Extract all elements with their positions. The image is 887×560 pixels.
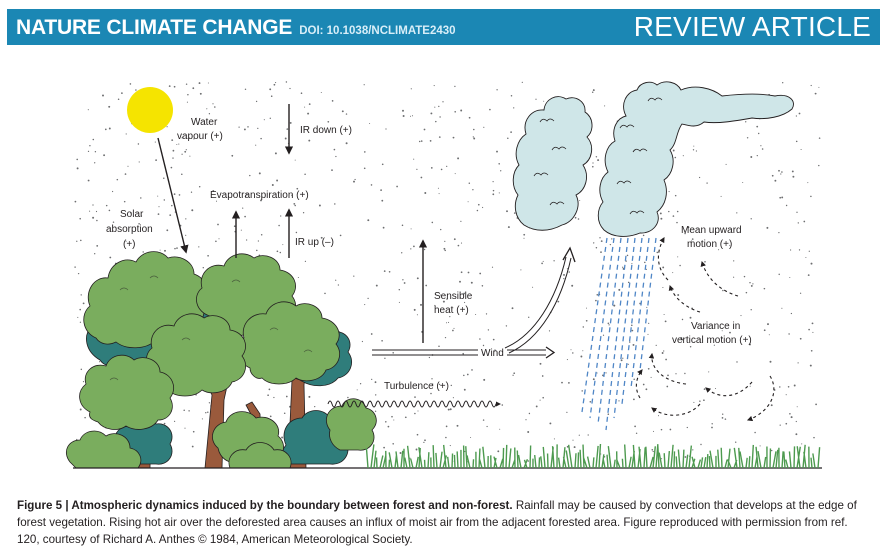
label-turbulence: Turbulence (+) xyxy=(384,381,449,392)
sun-icon xyxy=(127,87,173,133)
cumulonimbus-cloud-right xyxy=(597,81,794,237)
label-solar-3: (+) xyxy=(123,239,136,250)
label-sensible-heat-2: heat (+) xyxy=(434,305,469,316)
turbulence-arrow xyxy=(327,400,501,408)
figure-labels: Water vapour (+) IR down (+) Evapotransp… xyxy=(106,117,752,392)
label-water-vapour: Water xyxy=(191,117,218,128)
cumulus-cloud-left xyxy=(512,96,593,231)
forest-vegetation xyxy=(66,251,377,469)
label-mean-upward-2: motion (+) xyxy=(687,239,732,250)
label-solar: Solar xyxy=(120,209,144,220)
wind-arrow xyxy=(372,346,556,359)
label-solar-2: absorption xyxy=(106,224,153,235)
label-ir-down: IR down (+) xyxy=(300,125,352,136)
rainfall-streaks xyxy=(581,237,657,431)
figure-caption: Figure 5 | Atmospheric dynamics induced … xyxy=(17,497,865,548)
journal-title-block: NATURE CLIMATE CHANGE DOI: 10.1038/NCLIM… xyxy=(7,16,456,40)
label-wind: Wind xyxy=(481,348,504,359)
vertical-motion-arrows xyxy=(635,237,775,422)
solar-absorption-arrow xyxy=(157,137,189,254)
air-particles xyxy=(74,81,821,463)
article-type: REVIEW ARTICLE xyxy=(633,11,871,42)
figure-illustration: Water vapour (+) IR down (+) Evapotransp… xyxy=(66,81,822,469)
label-variance-2: vertical motion (+) xyxy=(672,335,752,346)
label-sensible-heat: Sensible xyxy=(434,291,473,302)
label-mean-upward: Mean upward xyxy=(681,225,742,236)
caption-label: Figure 5 | Atmospheric dynamics induced … xyxy=(17,499,513,512)
label-water-vapour-2: vapour (+) xyxy=(177,131,223,142)
updraft-arrow xyxy=(504,246,576,354)
journal-name: NATURE CLIMATE CHANGE xyxy=(16,16,293,39)
caption-text: Rainfall may be caused by convection tha… xyxy=(17,499,857,546)
label-evapotranspiration: Evapotranspiration (+) xyxy=(210,190,309,201)
doi: DOI: 10.1038/NCLIMATE2430 xyxy=(299,25,456,37)
label-ir-up: IR up (–) xyxy=(295,237,334,248)
grassland xyxy=(365,443,821,469)
journal-header: NATURE CLIMATE CHANGE DOI: 10.1038/NCLIM… xyxy=(7,9,880,45)
label-variance: Variance in xyxy=(691,321,740,332)
